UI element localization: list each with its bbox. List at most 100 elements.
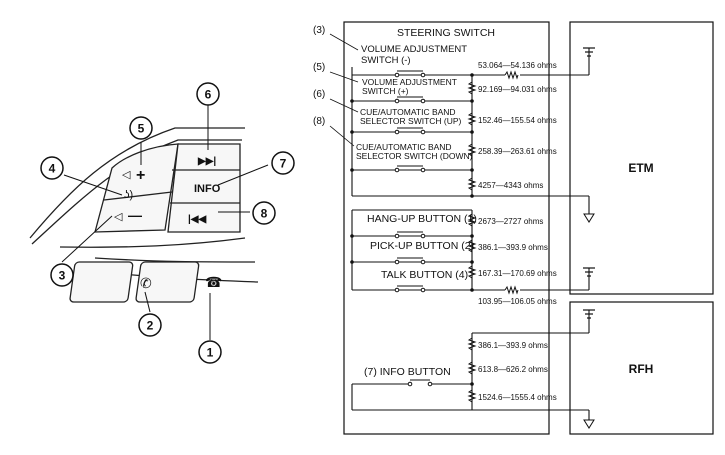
resistor-r3-value: 152.46—155.54 ohms [478,116,557,125]
etm-box [569,21,714,295]
leader-3 [61,215,113,263]
rfh-input-arrow [583,419,595,429]
info-label: (7) INFO BUTTON [364,366,451,378]
switch-talk [394,285,426,293]
info-button-label: INFO [194,183,221,195]
callout-3: 3 [50,263,74,287]
resistor-r10 [467,337,477,351]
ref-6: (6) [313,89,325,100]
switch-vol-minus [394,70,426,78]
resistor-r12 [467,389,477,403]
ref-leader-5 [329,71,359,83]
steering-switch-title: STEERING SWITCH [397,27,495,39]
ref-leader-8 [329,125,355,147]
ground-rfh [583,309,595,319]
svg-text:3: 3 [59,269,66,283]
switch-info [407,379,433,387]
vol-minus-label-1: VOLUME ADJUSTMENT [361,44,467,55]
pickup-button-shape [69,261,134,303]
resistor-r11 [467,361,477,375]
etm-label: ETM [628,161,653,175]
ground-etm-bottom [583,267,595,277]
switch-pick-up [394,257,426,265]
cue-up-label-1: CUE/AUTOMATIC BAND [360,107,456,117]
resistor-r5-value: 4257—4343 ohms [478,181,543,190]
resistor-r7 [467,239,477,253]
resistor-r1-value: 53.064—54.136 ohms [478,61,557,70]
ref-leaders [329,33,359,147]
ground-etm-top [583,47,595,57]
resistor-r12-value: 1524.6—1555.4 ohms [478,393,557,402]
switch-cue-up [394,127,426,135]
svg-text:6: 6 [205,88,212,102]
switch-hang-up [394,231,426,239]
vol-plus-label-1: VOLUME ADJUSTMENT [362,77,457,87]
callout-7: 7 [271,151,295,175]
callout-5: 5 [129,116,153,140]
svg-text:7: 7 [280,157,287,171]
callout-6: 6 [196,82,220,106]
leader-4 [63,174,123,196]
resistor-r3 [467,112,477,126]
skip-back-icon: |◀◀ [188,214,206,225]
leader-7 [217,164,269,186]
callout-8: 8 [252,201,276,225]
steering-switch-box [343,21,550,435]
cue-up-label-2: SELECTOR SWITCH (UP) [360,116,462,126]
ref-5: (5) [313,62,325,73]
resistor-r4-value: 258.39—263.61 ohms [478,147,557,156]
steering-wheel-illustration [29,127,259,303]
leader-2 [144,291,151,313]
resistors [467,70,519,403]
pick-up-label: PICK-UP BUTTON (2) [370,240,474,252]
svg-text:5: 5 [138,122,145,136]
resistor-r6-value: 2673—2727 ohms [478,217,543,226]
resistor-r11-value: 613.8—626.2 ohms [478,365,548,374]
switch-cue-down [394,165,426,173]
callout-2: 2 [138,313,162,337]
resistor-r1 [504,70,519,80]
resistor-r2-value: 92.169—94.031 ohms [478,85,557,94]
bezel-outline-bottom [59,237,246,248]
voice-command-icon: ʖ) [124,189,133,201]
hangup-button-shape [135,261,200,303]
svg-text:8: 8 [261,207,268,221]
resistor-r9 [504,285,519,295]
hang-up-label: HANG-UP BUTTON (1) [367,213,477,225]
ground-symbols [583,47,595,319]
phone-pickup-icon: ✆ [140,275,152,291]
resistor-r5 [467,177,477,191]
vol-minus-label-2: SWITCH (-) [361,55,411,66]
resistor-r8-value: 167.31—170.69 ohms [478,269,557,278]
rfh-label: RFH [629,362,654,376]
junction-dots [350,73,474,386]
ref-8: (8) [313,116,325,127]
resistor-r8 [467,265,477,279]
resistor-r10-value: 386.1—393.9 ohms [478,341,548,350]
bezel-outline-inner [31,139,242,245]
resistor-r4 [467,143,477,157]
volume-down-speaker-icon: ◁ [114,211,123,223]
rfh-box [569,301,714,435]
panel-glyphs: ◁ + ◁ — ʖ) ▶▶| INFO |◀◀ ✆ ☎ [114,156,222,291]
cue-down-label-2: SELECTOR SWITCH (DOWN) [356,151,473,161]
callout-circles: 6 5 4 7 8 3 2 1 [40,82,295,364]
talk-label: TALK BUTTON (4) [381,269,468,281]
svg-text:1: 1 [207,346,214,360]
ref-leader-3 [329,33,359,51]
skip-forward-icon: ▶▶| [197,156,216,167]
cue-down-label-1: CUE/AUTOMATIC BAND [356,142,452,152]
etm-input-arrow [583,213,595,223]
svg-text:4: 4 [49,162,56,176]
callout-leaders [61,105,269,340]
switch-vol-plus [394,96,426,104]
signal-arrows [583,213,595,429]
plus-glyph: + [136,167,145,184]
minus-glyph: — [128,207,142,223]
resistor-r6 [467,213,477,227]
svg-text:2: 2 [147,319,154,333]
left-panel-divider [103,191,173,201]
schematic: STEERING SWITCH ETM RFH (3) (5) (6) (8) … [313,21,714,435]
vol-plus-label-2: SWITCH (+) [362,86,409,96]
